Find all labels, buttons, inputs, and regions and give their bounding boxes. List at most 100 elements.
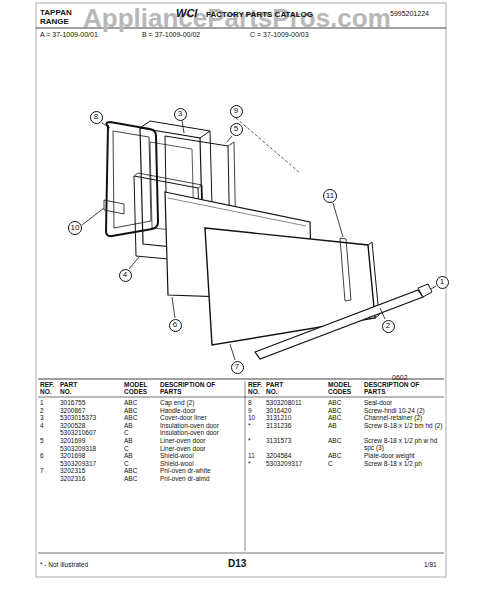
callout-number-text: 10 <box>71 224 80 232</box>
table-header: DESCRIPTION OF PARTS <box>364 381 420 396</box>
part-description: Channel-retainer (2) <box>364 414 444 421</box>
callout-number: 1 <box>436 276 449 289</box>
callout-number: 4 <box>119 269 132 282</box>
table-rule <box>38 553 444 554</box>
callout-number-text: 8 <box>94 113 98 121</box>
model-codes: ABC <box>124 407 158 414</box>
screw-centerline <box>236 118 300 173</box>
callout-number-text: 1 <box>440 278 444 286</box>
part-description: Shield-wool <box>160 452 244 459</box>
catalog-title: FACTORY PARTS CATALOG <box>206 10 313 19</box>
logo-text: WCI <box>176 7 197 20</box>
ref-number: 11 <box>248 452 266 459</box>
model-codes: C <box>124 460 158 467</box>
leader-line <box>82 118 436 360</box>
callout-number-text: 3 <box>178 110 182 118</box>
model-codes: ABC <box>124 475 158 482</box>
part-number: 5303208011 <box>266 399 302 406</box>
ref-number: 5 <box>40 437 60 444</box>
channel-retainer <box>104 200 124 214</box>
part-number: 5303015373 <box>60 414 96 421</box>
callout-number-text: 6 <box>173 321 177 329</box>
part-number: 5303210607 <box>60 429 96 436</box>
ref-number: 1 <box>40 399 60 406</box>
model-codes: C <box>124 445 158 452</box>
part-number: 3016755 <box>60 399 85 406</box>
part-number: 3200528 <box>60 422 85 429</box>
part-number: 5303209318 <box>60 445 96 452</box>
part-number: 3131236 <box>266 422 291 429</box>
figure-number: 0602 <box>392 374 408 382</box>
page-number: D13 <box>228 558 246 570</box>
model-codes: AB <box>328 422 362 429</box>
model-codes: ABC <box>328 437 362 444</box>
callout-number-text: 7 <box>235 363 239 371</box>
ref-number: 7 <box>40 467 60 474</box>
callout-number: 3 <box>174 108 187 121</box>
model-codes: C <box>124 429 158 436</box>
callout-number: 2 <box>382 320 395 333</box>
part-number: 3202316 <box>60 475 85 482</box>
callout-number: 6 <box>169 319 182 332</box>
part-number: 3204584 <box>266 452 291 459</box>
part-description: Screw 8-18 x 1/2 ph w hd spc (3) <box>364 437 444 452</box>
part-description: Pnl-oven dr-white <box>160 467 244 474</box>
model-code: C = 37-1009-00/03 <box>250 31 309 39</box>
callout-number-text: 5 <box>234 125 238 133</box>
page-frame <box>36 3 446 577</box>
ref-number: * <box>248 437 266 444</box>
table-header: REF. NO. <box>40 381 60 396</box>
callout-number-text: 2 <box>386 322 390 330</box>
callout-number-text: 9 <box>234 107 238 115</box>
part-description: Liner-oven door <box>160 437 244 444</box>
outer-door-panel <box>205 228 375 345</box>
ref-number: 8 <box>248 399 266 406</box>
wool-shield <box>168 198 306 226</box>
ref-number: 9 <box>248 407 266 414</box>
part-number: 3131573 <box>266 437 291 444</box>
model-codes: ABC <box>328 452 362 459</box>
table-header: MODEL CODES <box>124 381 154 396</box>
part-number: 3131210 <box>266 414 291 421</box>
ref-number: 6 <box>40 452 60 459</box>
footnote: * - Not illustrated <box>40 561 88 568</box>
part-number: 5303209317 <box>266 460 302 467</box>
ref-number: * <box>248 422 266 429</box>
part-description: Handle-door <box>160 407 244 414</box>
ref-number: 10 <box>248 414 266 421</box>
model-code: A = 37-1009-00/01 <box>40 31 98 39</box>
ref-number: 4 <box>40 422 60 429</box>
part-description: Liner-oven door <box>160 445 244 452</box>
part-description: Seal-door <box>364 399 444 406</box>
ref-number: 3 <box>40 414 60 421</box>
table-rule <box>38 379 444 380</box>
table-header: REF. NO. <box>248 381 268 396</box>
date-code: 1/81 <box>424 561 437 568</box>
model-codes: ABC <box>328 407 362 414</box>
ref-number: * <box>248 460 266 467</box>
model-codes: AB <box>124 437 158 444</box>
model-codes: AB <box>124 452 158 459</box>
table-header: PART NO. <box>266 381 296 396</box>
part-number: 3016420 <box>266 407 291 414</box>
part-number: 3201699 <box>60 437 85 444</box>
model-codes: ABC <box>328 414 362 421</box>
product-type: RANGE <box>40 17 69 26</box>
door-seal <box>113 131 151 228</box>
callout-number-text: 4 <box>123 271 127 279</box>
model-codes: ABC <box>328 399 362 406</box>
table-header: PART NO. <box>60 381 90 396</box>
part-description: Insulation-oven door <box>160 422 244 429</box>
part-number: 3200867 <box>60 407 85 414</box>
callout-number: 7 <box>231 361 244 374</box>
part-description: Cap end (2) <box>160 399 244 406</box>
model-code: B = 37-1009-00/02 <box>142 31 200 39</box>
model-codes: ABC <box>124 399 158 406</box>
table-header: MODEL CODES <box>328 381 358 396</box>
part-description: Screw 8-18 x 1/2 ph <box>364 460 444 467</box>
callout-number: 11 <box>323 189 337 203</box>
part-description: Insulation-oven door <box>160 429 244 436</box>
callout-number-text: 11 <box>326 192 334 200</box>
